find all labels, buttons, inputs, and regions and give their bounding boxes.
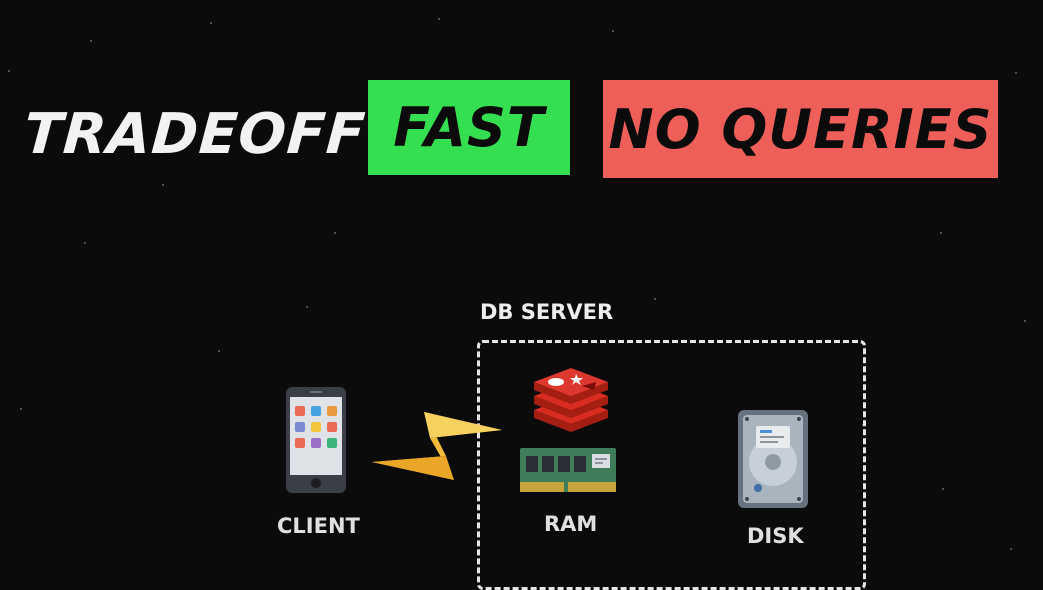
server-label: DB SERVER [480,300,614,324]
phone-icon [286,387,346,493]
hard-disk-icon [738,410,808,508]
redis-icon [534,368,608,432]
disk-label: DISK [747,524,804,548]
ram-label: RAM [544,512,598,536]
client-label: CLIENT [277,514,360,538]
tag-no-queries: NO QUERIES [603,80,998,178]
ram-stick-icon [520,448,616,492]
lightning-icon [372,412,502,480]
page-title: TRADEOFF [21,102,368,167]
tag-fast: FAST [368,80,570,175]
